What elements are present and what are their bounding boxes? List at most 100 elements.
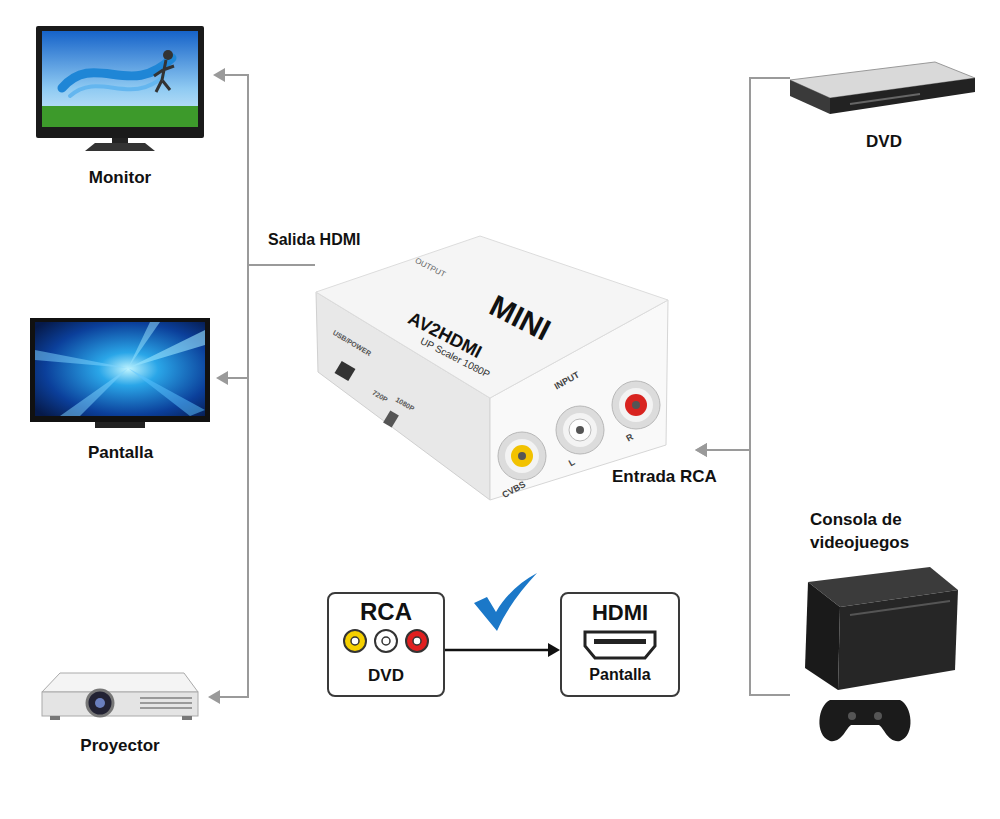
port-label: USB/POWER (332, 329, 373, 357)
converter-illustration-part (518, 452, 526, 460)
console-illustration-part (848, 712, 856, 720)
console-illustration-part (850, 601, 950, 615)
dvd-illustration-part (850, 94, 920, 104)
monitor-illustration-part (42, 106, 198, 127)
arrow-head (548, 643, 560, 657)
device-label: Pantalla (28, 443, 213, 463)
converter-illustration-part (511, 445, 533, 467)
monitor-illustration-part (70, 75, 165, 96)
arrow-head (695, 443, 707, 457)
rca-icon-part (413, 637, 421, 645)
connector-line (706, 450, 790, 695)
converter-illustration (316, 236, 668, 500)
arrow-label: Salida HDMI (268, 231, 360, 249)
check-mark (474, 573, 537, 631)
tv-illustration-part (128, 368, 205, 416)
projector-illustration-part (42, 673, 198, 692)
rca-icon (344, 630, 428, 652)
arrow-head (208, 690, 220, 704)
arrow-head (213, 68, 225, 82)
rca-icon-part (382, 637, 390, 645)
projector-illustration-part (140, 698, 192, 708)
tv-illustration-part (35, 350, 128, 368)
icon-caption: Pantalla (562, 666, 678, 684)
port-label: R (625, 432, 635, 443)
converter-illustration-part (625, 394, 647, 416)
converter-illustration-part (576, 426, 584, 434)
tv-illustration-part (35, 322, 205, 416)
connector (445, 643, 560, 657)
arrow-label: Entrada RCA (612, 467, 717, 487)
console-illustration (805, 567, 958, 741)
monitor-illustration-part (36, 26, 204, 138)
connector (695, 78, 790, 457)
console-illustration-part (819, 700, 910, 741)
converter-illustration-part (505, 439, 539, 473)
projector-illustration-part (95, 698, 105, 708)
port-label: L (567, 458, 576, 469)
icon-title: HDMI (562, 600, 678, 626)
device-node: Monitor (30, 22, 210, 192)
device-node: Consola de videojuegos (790, 508, 965, 748)
arrow-head (216, 371, 228, 385)
device-node: DVD (790, 60, 978, 158)
console-illustration-part (805, 582, 840, 690)
brand-text: MINI (485, 290, 555, 345)
port-label: OUTPUT (414, 257, 447, 279)
projector-illustration-part (182, 716, 192, 720)
tv-illustration (30, 318, 210, 428)
icon-box: RCA DVD (327, 592, 445, 697)
switch-label: 1080P (395, 396, 416, 412)
tv-illustration-part (95, 422, 145, 428)
hdmi-icon (585, 632, 655, 658)
converter-illustration-part (612, 381, 660, 429)
icon-title: RCA (329, 598, 443, 626)
rca-icon-part (344, 630, 366, 652)
port-label: CVBS (501, 480, 527, 500)
console-illustration-part (874, 712, 882, 720)
device-node: Proyector (35, 665, 205, 765)
rca-icon-part (351, 637, 359, 645)
monitor-illustration-part (85, 143, 155, 151)
monitor-illustration-part (42, 31, 198, 127)
monitor-illustration (36, 26, 204, 151)
projector-illustration-part (50, 716, 60, 720)
converter-illustration-part (563, 413, 597, 447)
tv-illustration-part (30, 318, 210, 422)
converter-node: MINIAV2HDMIUP Scaler 1080P (315, 232, 695, 502)
converter-illustration-part (335, 361, 356, 381)
dvd-illustration-part (790, 80, 830, 114)
connector (208, 265, 315, 704)
rca-icon-part (375, 630, 397, 652)
connector-line (706, 78, 790, 450)
device-label: DVD (790, 132, 978, 152)
icon-box: HDMI Pantalla (560, 592, 680, 697)
dvd-illustration (790, 62, 975, 114)
arrow-head (695, 443, 707, 457)
port-label: INPUT (553, 371, 581, 392)
converter-illustration-part (316, 236, 668, 398)
monitor-illustration-part (154, 60, 174, 92)
console-illustration-part (838, 590, 958, 690)
connector-line (445, 649, 549, 652)
switch-label: 720P (371, 389, 389, 403)
dvd-illustration-part (830, 78, 975, 114)
connector-line (219, 265, 315, 697)
converter-illustration-part (383, 410, 399, 427)
icon-caption: DVD (329, 666, 443, 686)
connector-line (227, 265, 315, 378)
converter-illustration-part (632, 401, 640, 409)
converter-illustration-part (498, 432, 546, 480)
converter-illustration-part (619, 388, 653, 422)
converter-illustration-part (556, 406, 604, 454)
device-node: Pantalla (28, 315, 213, 470)
projector-illustration (42, 673, 198, 720)
monitor-illustration-part (163, 50, 173, 60)
rca-icon-part (406, 630, 428, 652)
projector-illustration-part (42, 692, 198, 716)
tv-illustration-part (60, 368, 128, 416)
converter-illustration-part (569, 419, 591, 441)
tv-illustration-part (128, 322, 160, 368)
